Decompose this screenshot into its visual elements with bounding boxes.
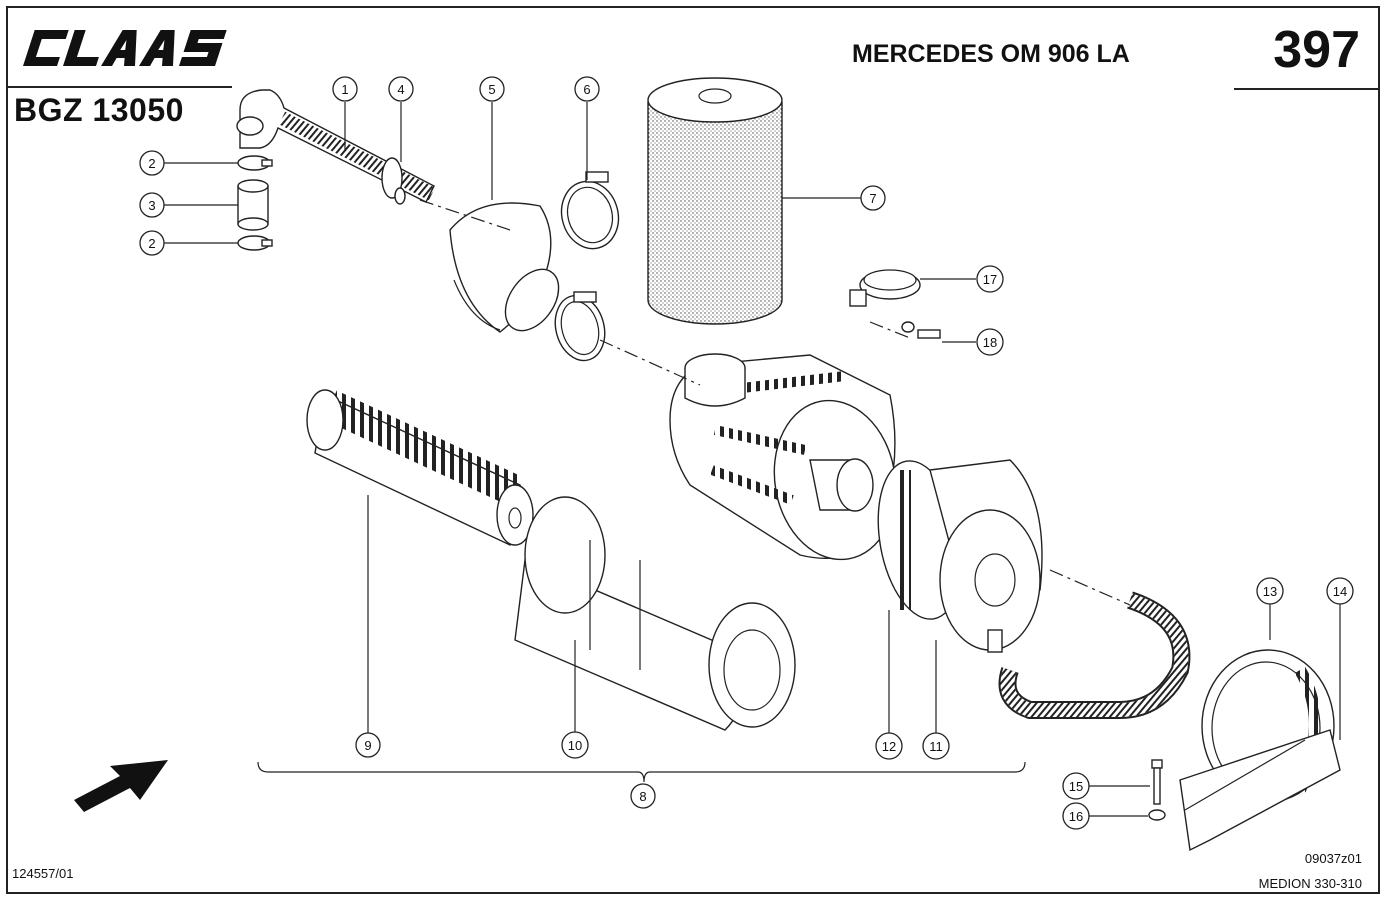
washer xyxy=(1148,809,1166,821)
callout-7: 7 xyxy=(860,185,886,211)
filter-cover xyxy=(877,459,1043,653)
callout-9: 9 xyxy=(355,732,381,758)
hose-clamp-lower xyxy=(554,291,606,362)
main-filter-element xyxy=(514,496,796,731)
sleeve xyxy=(237,179,269,231)
dust-ejector-hose xyxy=(998,591,1191,719)
bracket-bolt xyxy=(1151,759,1163,805)
svg-text:3: 3 xyxy=(148,198,155,213)
callout-2-upper: 2 xyxy=(139,150,165,176)
callout-11: 11 xyxy=(922,732,950,760)
svg-text:15: 15 xyxy=(1069,779,1083,794)
svg-text:4: 4 xyxy=(397,82,404,97)
mounting-clamp xyxy=(849,269,921,307)
assembly-axis-2 xyxy=(599,339,701,386)
svg-text:1: 1 xyxy=(341,82,348,97)
header-rule-left xyxy=(6,86,232,88)
svg-text:8: 8 xyxy=(639,789,646,804)
svg-text:17: 17 xyxy=(983,272,997,287)
assembly-axis-4 xyxy=(869,321,911,339)
small-clamp-bottom xyxy=(237,235,273,251)
leader-lines xyxy=(164,102,1341,817)
callout-17: 17 xyxy=(976,265,1004,293)
safety-filter-element xyxy=(306,389,534,546)
svg-text:2: 2 xyxy=(148,236,155,251)
callout-1: 1 xyxy=(332,76,358,102)
document-id: BGZ 13050 xyxy=(14,92,184,128)
svg-text:9: 9 xyxy=(364,738,371,753)
air-filter-housing xyxy=(669,353,897,561)
callout-8: 8 xyxy=(630,783,656,809)
filter-cartridge xyxy=(647,77,783,325)
model-name: MEDION 330-310 xyxy=(1258,876,1362,891)
hose-clamp-upper xyxy=(560,171,620,250)
drawing-code: 09037z01 xyxy=(1304,851,1362,866)
callout-14: 14 xyxy=(1326,577,1354,605)
callout-4: 4 xyxy=(388,76,414,102)
svg-text:10: 10 xyxy=(568,738,582,753)
svg-text:18: 18 xyxy=(983,335,997,350)
claas-logo xyxy=(23,30,227,66)
callout-5: 5 xyxy=(479,76,505,102)
svg-text:11: 11 xyxy=(929,739,943,754)
assembly-axis-3 xyxy=(1049,569,1131,606)
header-rule-right xyxy=(1234,88,1380,90)
mounting-bracket xyxy=(1179,729,1341,852)
callout-6: 6 xyxy=(574,76,600,102)
page-number: 397 xyxy=(1273,21,1360,79)
callout-12: 12 xyxy=(875,732,903,760)
svg-text:16: 16 xyxy=(1069,809,1083,824)
callout-3: 3 xyxy=(139,192,165,218)
svg-text:12: 12 xyxy=(882,739,896,754)
bolt-nut xyxy=(901,321,941,339)
svg-text:14: 14 xyxy=(1333,584,1347,599)
svg-text:5: 5 xyxy=(488,82,495,97)
svg-text:2: 2 xyxy=(148,156,155,171)
engine-title: MERCEDES OM 906 LA xyxy=(852,40,1130,68)
callout-18: 18 xyxy=(976,328,1004,356)
assembly-axis-1 xyxy=(419,199,511,231)
footer-left-code: 124557/01 xyxy=(12,866,74,881)
callout-13: 13 xyxy=(1256,577,1284,605)
callout-10: 10 xyxy=(561,731,589,759)
hose-clamp xyxy=(381,157,406,205)
rubber-elbow xyxy=(449,202,560,333)
svg-text:13: 13 xyxy=(1263,584,1277,599)
callout-16: 16 xyxy=(1062,802,1090,830)
svg-text:7: 7 xyxy=(869,191,876,206)
small-clamp-top xyxy=(237,155,273,171)
callout-2-lower: 2 xyxy=(139,230,165,256)
callout-15: 15 xyxy=(1062,772,1090,800)
direction-arrow-icon xyxy=(74,760,168,812)
svg-text:6: 6 xyxy=(583,82,590,97)
